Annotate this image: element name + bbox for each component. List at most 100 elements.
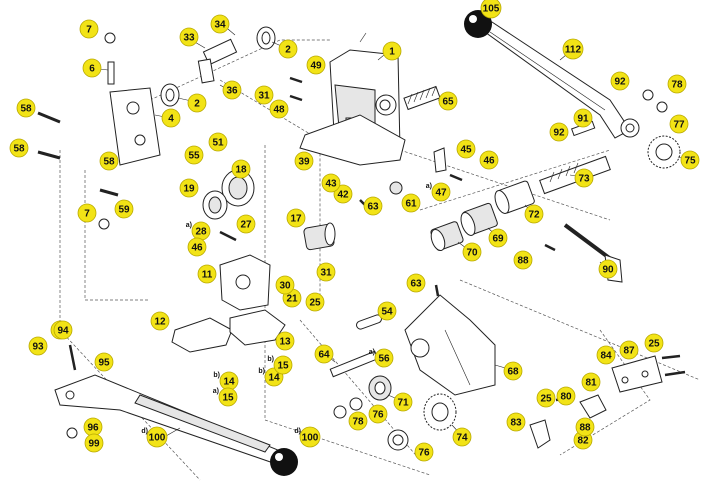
callout-number: 68 — [507, 367, 519, 378]
lever-105 — [464, 10, 640, 139]
callout-circle — [16, 98, 36, 118]
base-plate-39 — [299, 114, 406, 166]
callout-31: 31 — [316, 262, 336, 282]
callout-number: 18 — [235, 165, 247, 176]
callout-number: 46 — [483, 156, 495, 167]
callout-99: 99 — [84, 433, 104, 453]
callout-circle — [401, 193, 421, 213]
callout-number: 21 — [286, 294, 298, 305]
callout-68: 68 — [503, 361, 523, 381]
callout-number: 14 — [268, 373, 280, 384]
callout-48: 48 — [269, 99, 289, 119]
callout-92: 92 — [610, 71, 630, 91]
callout-77: 77 — [669, 114, 689, 134]
callout-number: 74 — [456, 433, 468, 444]
callout-circle — [208, 132, 228, 152]
callout-number: 96 — [87, 423, 99, 434]
callout-64: 64 — [314, 344, 334, 364]
callout-circle — [236, 214, 256, 234]
callout-circle — [480, 0, 502, 19]
callout-number: 94 — [57, 326, 69, 337]
callout-circle — [513, 250, 533, 270]
callout-number: 71 — [397, 398, 409, 409]
callout-96: 96 — [83, 417, 103, 437]
callout-76: 76 — [414, 442, 434, 462]
callout-number: 51 — [212, 138, 224, 149]
callout-18: 18 — [231, 159, 251, 179]
callout-circle — [452, 427, 472, 447]
callout-circle — [273, 355, 293, 375]
callout-number: 55 — [188, 151, 200, 162]
callout-91: 91 — [573, 108, 593, 128]
callout-number: 43 — [325, 179, 337, 190]
callout-number: 84 — [600, 351, 612, 362]
callout-circle — [348, 411, 368, 431]
callout-number: 30 — [279, 281, 291, 292]
callout-112: 112 — [562, 38, 584, 60]
callout-75: 75 — [680, 150, 700, 170]
callout-25: 25 — [536, 388, 556, 408]
callout-footnote-marker: a) — [186, 222, 192, 229]
callout-number: 7 — [86, 25, 92, 36]
callout-number: 54 — [381, 307, 393, 318]
callout-circle — [667, 74, 687, 94]
callout-58: 58 — [16, 98, 36, 118]
callout-54: 54 — [377, 301, 397, 321]
callout-number: 81 — [585, 378, 597, 389]
callout-circle — [524, 204, 544, 224]
callout-number: 63 — [367, 202, 379, 213]
callout-58: 58 — [9, 138, 29, 158]
callout-circle — [179, 178, 199, 198]
callout-circle — [306, 55, 326, 75]
callout-circle — [316, 262, 336, 282]
callout-number: 99 — [88, 439, 100, 450]
callout-circle — [549, 122, 569, 142]
callout-84: 84 — [596, 345, 616, 365]
callout-70: 70 — [462, 242, 482, 262]
callout-number: 92 — [614, 77, 626, 88]
bracket-12 — [171, 317, 233, 353]
callout-circle — [77, 203, 97, 223]
callout-2: 2 — [278, 39, 298, 59]
callout-number: 75 — [684, 156, 696, 167]
callout-number: 6 — [89, 64, 95, 75]
callout-circle — [231, 159, 251, 179]
callout-93: 93 — [28, 336, 48, 356]
callout-number: 76 — [418, 448, 430, 459]
callout-footnote-marker: d) — [141, 428, 148, 435]
callout-number: 17 — [290, 214, 302, 225]
callout-45: 45 — [456, 139, 476, 159]
callout-circle — [275, 275, 295, 295]
callout-number: 19 — [183, 184, 195, 195]
callout-6: 6 — [82, 58, 102, 78]
callout-circle — [305, 292, 325, 312]
bracket-83 — [529, 419, 551, 449]
callout-105: 105 — [480, 0, 502, 19]
callout-circle — [619, 340, 639, 360]
callout-circle — [610, 71, 630, 91]
callout-number: 42 — [337, 190, 349, 201]
callout-circle — [161, 108, 181, 128]
callout-number: 56 — [378, 354, 390, 365]
callout-number: 72 — [528, 210, 540, 221]
callout-number: 93 — [32, 342, 44, 353]
callout-47: 47a) — [426, 182, 451, 202]
callout-number: 15 — [277, 361, 289, 372]
callout-number: 63 — [410, 279, 422, 290]
callout-circle — [314, 344, 334, 364]
callout-circle — [286, 208, 306, 228]
callout-number: 76 — [372, 410, 384, 421]
callout-71: 71 — [393, 392, 413, 412]
callout-circle — [414, 442, 434, 462]
callout-number: 12 — [154, 317, 166, 328]
bracket-13 — [229, 309, 286, 346]
callout-56: 56a) — [369, 348, 394, 368]
plate-4 — [109, 87, 161, 166]
callout-number: 4 — [168, 114, 174, 125]
part-81 — [579, 394, 607, 419]
callout-circle — [377, 301, 397, 321]
callout-55: 55 — [184, 145, 204, 165]
callout-95: 95 — [94, 352, 114, 372]
